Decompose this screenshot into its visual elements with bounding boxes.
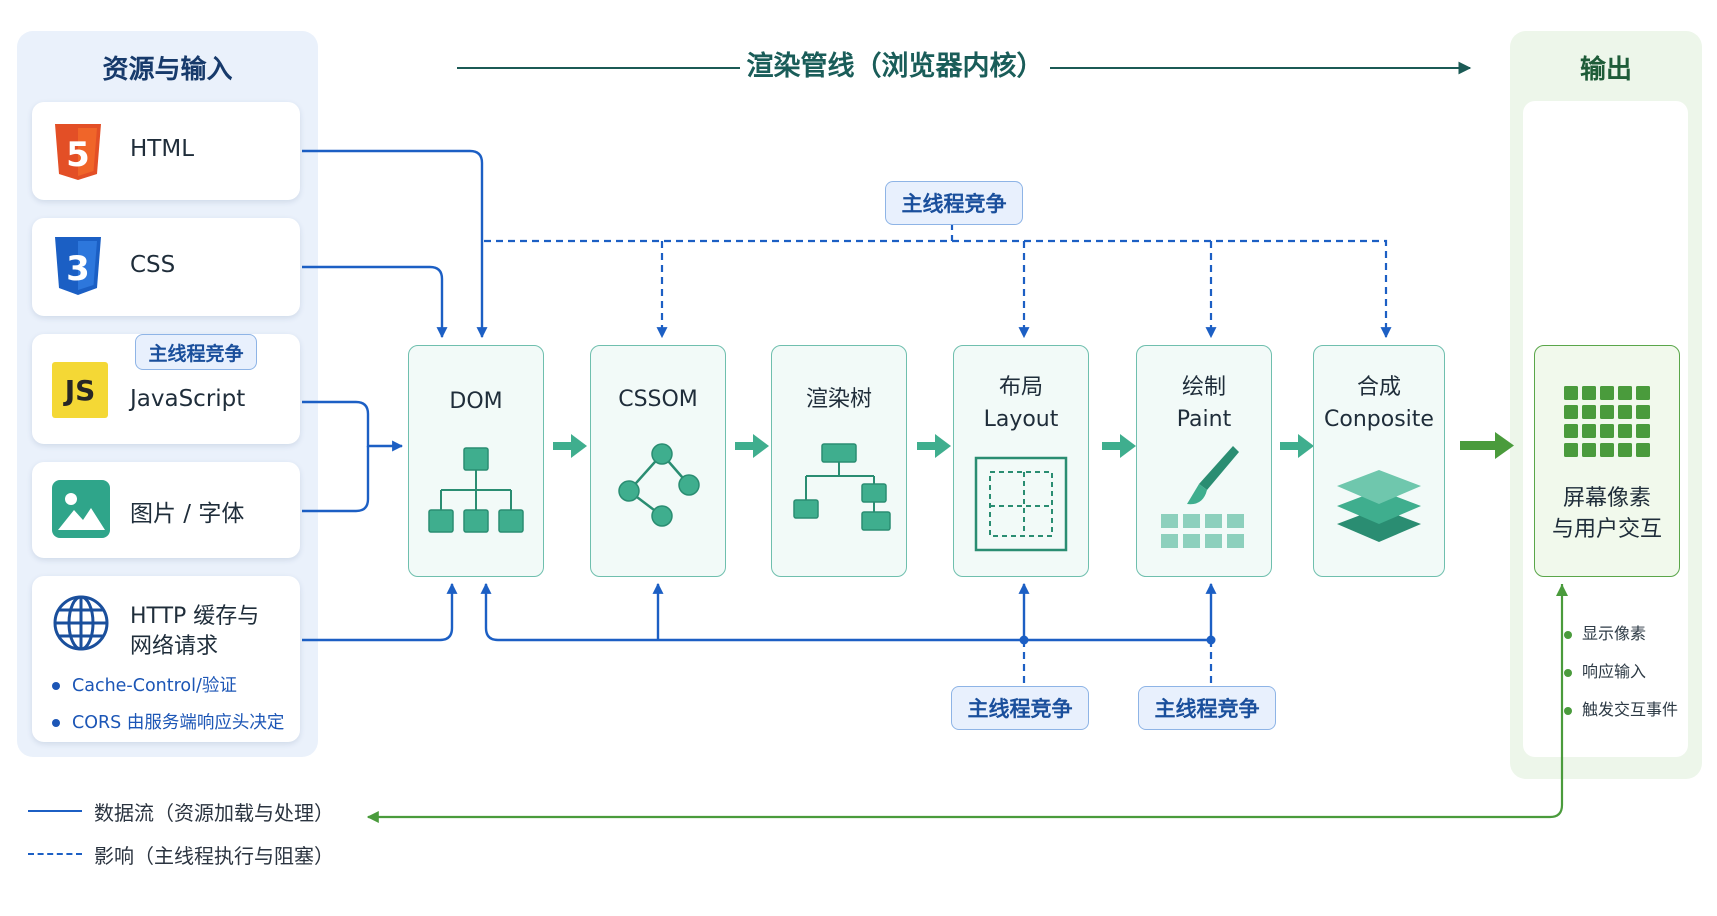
pixel-cell bbox=[1618, 424, 1632, 438]
render-tree-icon bbox=[793, 443, 891, 531]
svg-text:3: 3 bbox=[66, 249, 90, 289]
output-bullet-events: 触发交互事件 bbox=[1564, 696, 1678, 720]
output-bullet-display: 显示像素 bbox=[1564, 620, 1678, 644]
stage-dom[interactable]: DOM bbox=[408, 345, 544, 577]
pixel-grid-icon bbox=[1564, 386, 1650, 457]
legend-dashed-line bbox=[28, 853, 82, 855]
pixel-cell bbox=[1618, 405, 1632, 419]
output-panel-title: 输出 bbox=[1579, 55, 1632, 85]
input-label-http-line2: 网络请求 bbox=[130, 634, 219, 659]
stage-composite[interactable]: 合成 Conposite bbox=[1313, 345, 1445, 577]
image-icon bbox=[52, 480, 110, 538]
arrow-paint-to-composite bbox=[1280, 434, 1314, 458]
stage-paint[interactable]: 绘制 Paint bbox=[1136, 345, 1272, 577]
arrow-render-tree-to-layout bbox=[917, 434, 951, 458]
arrow-dom-to-cssom bbox=[553, 434, 587, 458]
globe-icon bbox=[53, 595, 109, 651]
race-tag-top: 主线程竞争 bbox=[885, 181, 1023, 225]
screen-output-line1: 屏幕像素 bbox=[1562, 486, 1651, 511]
user-interaction-feedback-line bbox=[366, 584, 1568, 823]
javascript-icon: JS bbox=[52, 362, 108, 418]
pixel-cell bbox=[1582, 386, 1596, 400]
pixel-cell bbox=[1600, 386, 1614, 400]
input-label-css: CSS bbox=[130, 252, 176, 278]
stage-cssom-label: CSSOM bbox=[618, 387, 698, 412]
pixel-cell bbox=[1600, 443, 1614, 457]
legend-influence-text: 影响（主线程执行与阻塞） bbox=[94, 844, 334, 868]
http-bullet-cors: CORS 由服务端响应头决定 bbox=[52, 709, 284, 734]
html5-icon: 5 bbox=[55, 124, 101, 180]
influence-dashed-lines bbox=[484, 223, 1392, 687]
stage-paint-label-en: Paint bbox=[1176, 407, 1232, 432]
race-tag-bottom-paint: 主线程竞争 bbox=[1138, 686, 1276, 730]
data-flow-lines bbox=[302, 149, 488, 642]
input-card-html[interactable]: 5 HTML bbox=[32, 102, 300, 200]
stage-render-tree[interactable]: 渲染树 bbox=[771, 345, 907, 577]
pixel-cell bbox=[1600, 405, 1614, 419]
http-bullet-list: Cache-Control/验证 CORS 由服务端响应头决定 bbox=[52, 672, 284, 746]
pixel-cell bbox=[1618, 443, 1632, 457]
legend-solid-line bbox=[28, 810, 82, 812]
node-graph-icon bbox=[618, 443, 700, 527]
input-card-css[interactable]: 3 CSS bbox=[32, 218, 300, 316]
svg-text:5: 5 bbox=[66, 135, 90, 175]
stage-layout-label-en: Layout bbox=[983, 407, 1059, 432]
pixel-cell bbox=[1636, 443, 1650, 457]
arrow-cssom-to-render-tree bbox=[735, 434, 769, 458]
input-label-http-line1: HTTP 缓存与 bbox=[130, 604, 260, 629]
http-bullet-cache-control: Cache-Control/验证 bbox=[52, 672, 284, 697]
stage-render-tree-label: 渲染树 bbox=[805, 387, 872, 412]
legend-data-flow-text: 数据流（资源加载与处理） bbox=[94, 801, 334, 825]
pixel-cell bbox=[1564, 405, 1578, 419]
stage-layout-label-zh: 布局 bbox=[998, 375, 1043, 400]
input-label-html: HTML bbox=[130, 136, 195, 162]
input-label-javascript: JavaScript bbox=[130, 386, 246, 412]
pixel-cell bbox=[1582, 443, 1596, 457]
layout-grid-icon bbox=[974, 456, 1068, 552]
arrow-layout-to-paint bbox=[1102, 434, 1136, 458]
screen-output-label: 屏幕像素 与用户交互 bbox=[1535, 483, 1679, 545]
pixel-cell bbox=[1582, 405, 1596, 419]
stage-composite-label-zh: 合成 bbox=[1356, 375, 1401, 400]
paint-brush-icon bbox=[1161, 446, 1244, 548]
stage-paint-label-zh: 绘制 bbox=[1181, 375, 1226, 400]
input-card-http[interactable]: HTTP 缓存与 网络请求 Cache-Control/验证 CORS 由服务端… bbox=[32, 576, 300, 742]
race-tag-bottom-layout: 主线程竞争 bbox=[951, 686, 1089, 730]
pixel-cell bbox=[1618, 386, 1632, 400]
pixel-cell bbox=[1636, 424, 1650, 438]
pixel-cell bbox=[1564, 386, 1578, 400]
pipeline-title: 渲染管线（浏览器内核） bbox=[740, 44, 1050, 83]
pixel-cell bbox=[1564, 443, 1578, 457]
arrow-composite-to-output bbox=[1460, 432, 1514, 459]
stage-flow-arrows bbox=[553, 432, 1514, 459]
pixel-cell bbox=[1564, 424, 1578, 438]
css3-icon: 3 bbox=[55, 237, 101, 295]
pixel-cell bbox=[1636, 386, 1650, 400]
pixel-cell bbox=[1600, 424, 1614, 438]
screen-output-line2: 与用户交互 bbox=[1551, 517, 1662, 542]
race-tag-javascript: 主线程竞争 bbox=[135, 334, 257, 370]
pixel-cell bbox=[1582, 424, 1596, 438]
stage-layout[interactable]: 布局 Layout bbox=[953, 345, 1089, 577]
input-label-image-font: 图片 / 字体 bbox=[130, 501, 245, 527]
stage-composite-label-en: Conposite bbox=[1324, 407, 1434, 432]
input-panel-title: 资源与输入 bbox=[102, 55, 233, 85]
screen-output-card[interactable]: 屏幕像素 与用户交互 bbox=[1534, 345, 1680, 577]
feedback-bus-lines bbox=[480, 582, 1217, 645]
stage-cssom[interactable]: CSSOM bbox=[590, 345, 726, 577]
dom-tree-icon bbox=[428, 447, 524, 533]
pixel-cell bbox=[1636, 405, 1650, 419]
stage-dom-label: DOM bbox=[449, 389, 503, 414]
layers-icon bbox=[1337, 470, 1421, 542]
output-bullet-input: 响应输入 bbox=[1564, 658, 1678, 682]
input-card-image-font[interactable]: 图片 / 字体 bbox=[32, 462, 300, 558]
output-bullet-list: 显示像素 响应输入 触发交互事件 bbox=[1564, 620, 1678, 734]
